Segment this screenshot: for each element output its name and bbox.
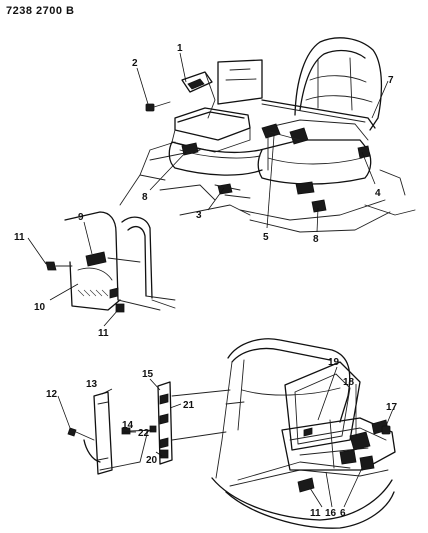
callout-11-bottom: 11 [310,508,321,519]
callout-2: 2 [132,58,138,69]
bolt-item-14 [121,427,157,435]
callout-8-right: 8 [313,234,319,245]
callout-17: 17 [386,402,398,413]
seat-back-frame-panel [284,361,361,451]
document-number: 7238 2700 B [6,5,75,17]
callout-19: 19 [328,357,340,368]
callout-12: 12 [46,389,58,400]
seat-back-upper [294,37,383,131]
screw-item-12 [67,427,95,441]
callout-10: 10 [34,302,46,313]
seat-cushion-lower [211,461,395,529]
seat-back-lower [215,338,351,479]
seat-hinge-center [261,123,309,171]
callout-22: 22 [138,428,150,439]
seat-latch-bracket [181,71,216,119]
leader-lines [27,52,394,508]
callout-16: 16 [325,508,337,519]
callout-13: 13 [86,379,98,390]
hinge-bracket-15 [157,381,231,465]
callout-11-left: 11 [14,232,25,243]
callout-14: 14 [122,420,134,431]
callout-5: 5 [263,232,269,243]
callout-6: 6 [340,508,346,519]
bolt-item-17 [381,425,391,435]
callout-3: 3 [196,210,202,221]
callout-4: 4 [375,188,381,199]
callout-7: 7 [388,75,394,86]
vehicle-floor-outline [119,141,416,233]
callout-1: 1 [177,43,183,54]
seat-track-assembly [281,417,396,493]
callout-8-top: 8 [142,192,148,203]
callout-9: 9 [78,212,84,223]
callout-21: 21 [183,400,195,411]
seat-mount-hardware [181,142,371,213]
rear-seat-back-panel [217,59,376,129]
callout-20: 20 [146,455,158,466]
callout-labels: 1 2 3 4 5 6 7 8 8 9 10 11 11 11 12 13 14… [14,43,398,519]
callout-11-mid: 11 [98,328,109,339]
bolt-item-11-left [45,261,73,271]
bolt-item-2 [145,101,171,112]
callout-15: 15 [142,369,154,380]
armrest-pivot-detail [64,211,176,311]
callout-18: 18 [343,377,355,388]
